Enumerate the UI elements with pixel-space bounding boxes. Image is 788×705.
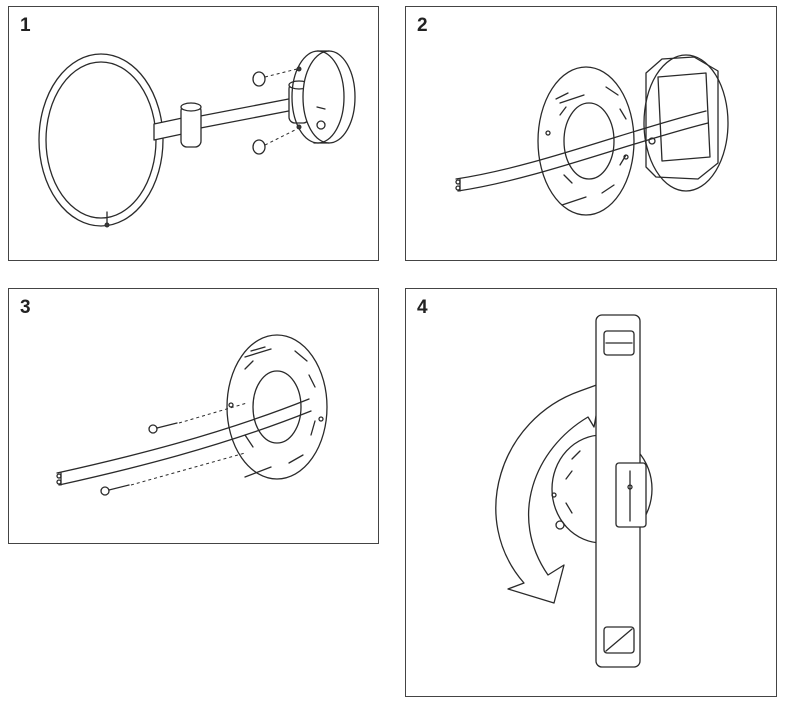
screw-cap [252, 71, 266, 87]
screw [244, 466, 272, 478]
step-number: 4 [417, 297, 428, 318]
step-number: 1 [20, 15, 31, 36]
step-3-panel: 3 [8, 288, 379, 544]
mounting-plate-illustration [455, 54, 729, 216]
screw [244, 348, 272, 358]
screw-cap [252, 139, 266, 155]
mounting-plate [226, 334, 328, 480]
step-2-panel: 2 [405, 6, 777, 261]
plate-screws-illustration [56, 334, 328, 496]
mounting-plate [537, 66, 635, 216]
mirror-arm-illustration [38, 50, 356, 228]
rotation-illustration [495, 314, 653, 668]
wall-plate [302, 50, 356, 144]
step-1-panel: 1 [8, 6, 379, 261]
screw [559, 94, 585, 104]
step-4-panel: 4 [405, 288, 777, 697]
screw [561, 196, 587, 206]
mirror-frame-outer [38, 53, 164, 227]
junction-box [643, 54, 729, 192]
rotate-arrow-icon [495, 382, 603, 604]
step-number: 2 [417, 15, 428, 36]
swing-arm [184, 96, 300, 132]
step-number: 3 [20, 297, 31, 318]
